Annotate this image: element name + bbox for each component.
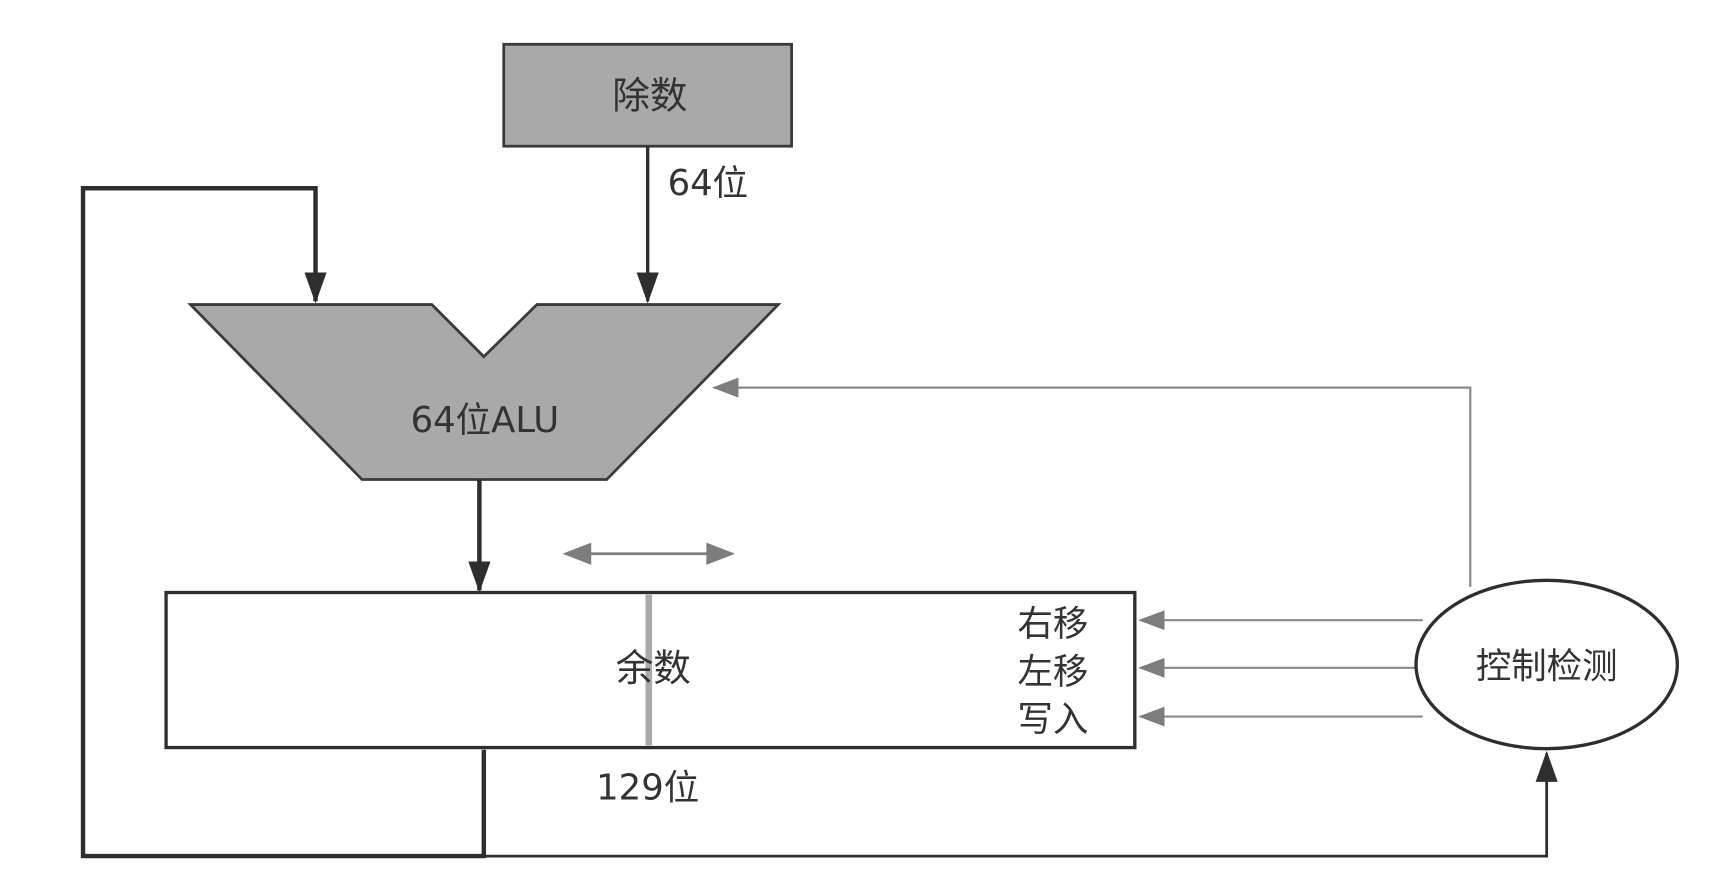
op-write-label: 写入 xyxy=(1017,699,1088,740)
divisor-label: 除数 xyxy=(612,74,687,118)
remainder-register: 余数 右移 左移 写入 xyxy=(164,590,1137,750)
control-to-alu-arrow xyxy=(711,377,1472,587)
remainder-feedback-path xyxy=(80,186,487,859)
shift-direction-arrow xyxy=(562,542,736,565)
divisor-width-label: 64位 xyxy=(668,163,748,204)
control-label: 控制检测 xyxy=(1476,646,1618,687)
remainder-to-control-arrow xyxy=(483,750,1558,858)
divisor-register: 除数 xyxy=(502,42,793,148)
alu-label: 64位ALU xyxy=(411,400,560,441)
remainder-width-label: 129位 xyxy=(596,768,699,809)
op-shift-right-label: 右移 xyxy=(1017,604,1088,645)
op-shift-left-label: 左移 xyxy=(1017,651,1088,692)
control-test: 控制检测 xyxy=(1414,578,1679,751)
alu: 64位ALU xyxy=(187,303,782,481)
remainder-label: 余数 xyxy=(616,646,691,690)
